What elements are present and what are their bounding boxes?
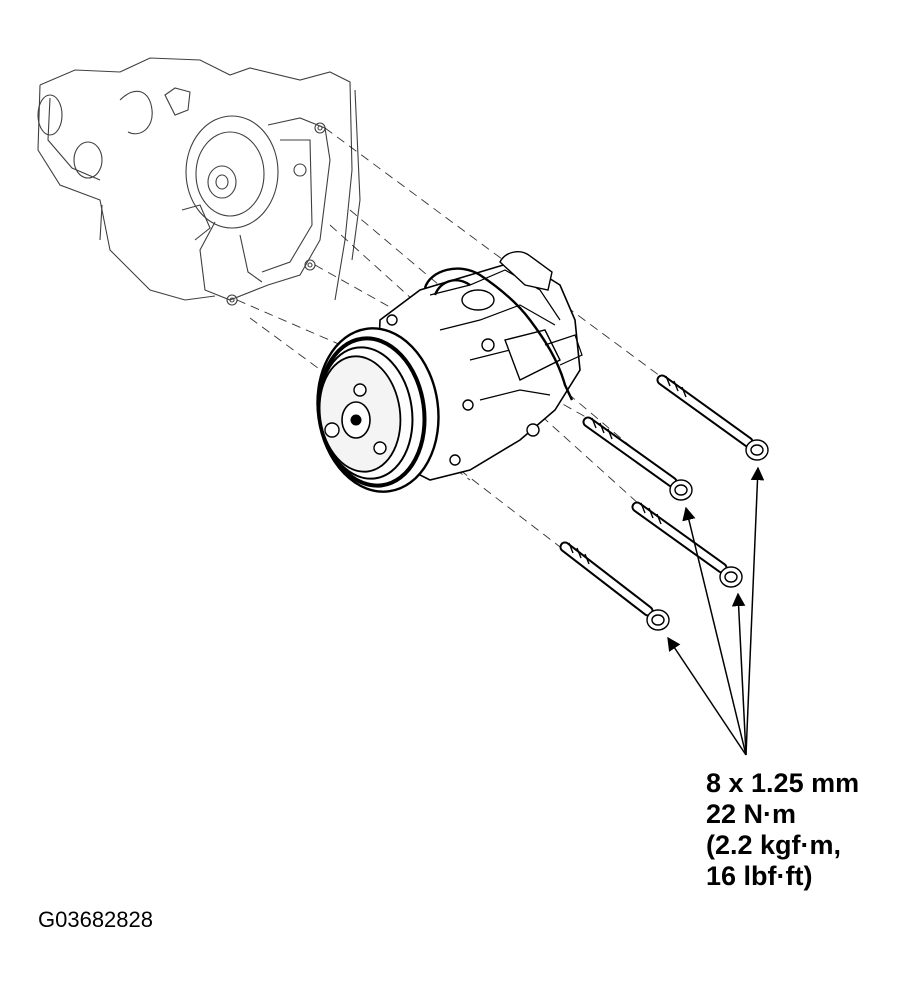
torque-lbfft-label: 16 lbf·ft) xyxy=(706,861,813,891)
bolt-bottom xyxy=(559,541,670,631)
arrow-to-bolt-third xyxy=(731,592,747,756)
bolt-top xyxy=(656,374,769,461)
ac-compressor xyxy=(316,251,583,493)
figure-code: G03682828 xyxy=(38,907,153,932)
bolt-torque-spec: 8 x 1.25 mm 22 N·m (2.2 kgf·m, 16 lbf·ft… xyxy=(706,768,859,892)
arrow-to-bolt-bottom xyxy=(667,636,747,756)
torque-kgfm-label: (2.2 kgf·m, xyxy=(706,830,842,860)
bolt-third xyxy=(631,501,743,588)
engine-block xyxy=(37,57,361,306)
mounting-bolts xyxy=(559,374,769,631)
torque-nm-label: 22 N·m xyxy=(706,799,797,829)
arrow-to-bolt-second xyxy=(682,506,747,756)
bolt-second xyxy=(582,416,693,501)
leader-arrows xyxy=(667,466,765,756)
arrow-to-bolt-top xyxy=(745,466,765,756)
bolt-size-label: 8 x 1.25 mm xyxy=(706,768,860,798)
